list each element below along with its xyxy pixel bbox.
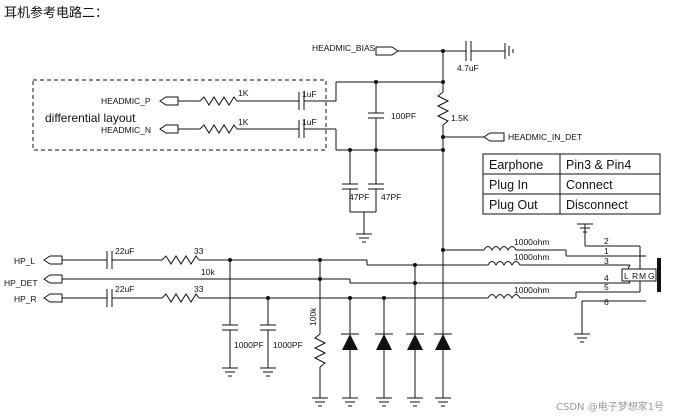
label-r-hpl: 33 [194, 246, 204, 256]
port-hp-l [43, 255, 63, 265]
resistor-100k [313, 333, 327, 368]
ferrite-mic [483, 246, 517, 252]
pin-6: 6 [604, 297, 609, 307]
plug-table: Earphone Pin3 & Pin4 Plug In Connect Plu… [482, 153, 661, 215]
table-cell-disconnect: Disconnect [566, 198, 628, 212]
port-headmic-in-det [483, 132, 505, 142]
resistor-bias [436, 91, 450, 126]
label-c-47pf-a: 47PF [349, 192, 369, 202]
label-c-hpl: 22uF [115, 246, 134, 256]
jack-letter-r: R [632, 271, 638, 281]
tvs-diode-2 [375, 298, 393, 398]
label-r-bias: 1.5K [451, 113, 469, 123]
table-cell-plug-in: Plug In [489, 178, 528, 192]
net-label-headmic-in-det: HEADMIC_IN_DET [508, 132, 582, 142]
jack-letter-l: L [624, 271, 629, 281]
ferrite-hpr [487, 294, 521, 300]
pin-3: 3 [604, 256, 609, 266]
table-cell-connect: Connect [566, 178, 613, 192]
resistor-hpr [161, 293, 200, 303]
port-headmic-n [159, 124, 179, 134]
label-c-1000pf-a: 1000PF [234, 340, 264, 350]
resistor-n [199, 124, 238, 134]
label-c-100pf: 100PF [391, 111, 416, 121]
pin-1: 1 [604, 246, 609, 256]
label-c-hpr: 22uF [115, 284, 134, 294]
net-label-hp-det: HP_DET [4, 278, 38, 288]
label-c-1000pf-b: 1000PF [273, 340, 303, 350]
label-fb-2: 1000ohm [514, 237, 549, 247]
label-c-n: 1uF [302, 117, 317, 127]
label-r-100k: 100k [308, 307, 318, 326]
pin-2: 2 [604, 236, 609, 246]
headphone-jack: L R M G [617, 245, 661, 302]
port-hp-r [43, 293, 63, 303]
tvs-diode-1 [341, 298, 359, 398]
table-header-earphone: Earphone [489, 158, 543, 172]
tvs-diode-3 [406, 265, 424, 398]
label-fb-1: 1000ohm [514, 252, 549, 262]
label-fb-3: 1000ohm [514, 285, 549, 295]
table-cell-plug-out: Plug Out [489, 198, 538, 212]
tvs-diode-4 [434, 333, 452, 398]
resistor-hpl [161, 255, 200, 265]
port-hp-det [43, 274, 63, 284]
net-label-hp-r: HP_R [14, 294, 37, 304]
jack-letter-m: M [639, 271, 646, 281]
port-headmic-p [159, 96, 179, 106]
ground-symbols [222, 367, 451, 407]
label-r-det: 10k [201, 267, 215, 277]
ferrite-hpl [487, 261, 521, 267]
capacitor-bias [465, 41, 514, 61]
label-c-bias: 4.7uF [457, 63, 479, 73]
resistor-p [199, 96, 238, 106]
label-c-p: 1uF [302, 89, 317, 99]
pin-5: 5 [604, 282, 609, 292]
pin-4: 4 [604, 273, 609, 283]
watermark: CSDN @电子梦想家1号 [556, 400, 664, 413]
page-title: 耳机参考电路二： [4, 6, 109, 21]
net-label-headmic-n: HEADMIC_N [101, 125, 151, 135]
table-header-pins: Pin3 & Pin4 [566, 158, 631, 172]
net-label-hp-l: HP_L [14, 256, 36, 266]
port-headmic-bias [375, 46, 399, 56]
label-r-p: 1K [238, 88, 249, 98]
net-label-headmic-bias: HEADMIC_BIAS [312, 43, 376, 53]
net-label-headmic-p: HEADMIC_P [101, 96, 151, 106]
label-r-hpr: 33 [194, 284, 204, 294]
jack-letter-g: G [648, 271, 655, 281]
label-c-47pf-b: 47PF [381, 192, 401, 202]
note-differential-layout: differential layout [45, 111, 136, 125]
label-r-n: 1K [238, 117, 249, 127]
